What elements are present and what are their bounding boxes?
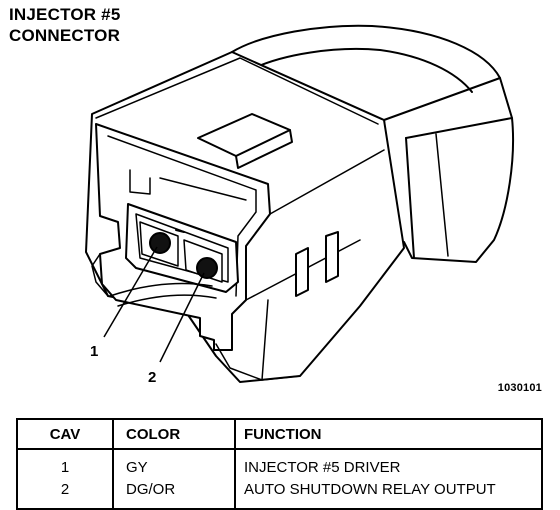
header-cav: CAV — [17, 419, 113, 450]
table-row: 1 GY INJECTOR #5 DRIVER — [17, 449, 542, 478]
cell-function: AUTO SHUTDOWN RELAY OUTPUT — [234, 478, 542, 509]
table-row: 2 DG/OR AUTO SHUTDOWN RELAY OUTPUT — [17, 478, 542, 509]
connector-drawing: 1 2 — [85, 24, 515, 386]
title-line-2: CONNECTOR — [9, 26, 121, 45]
cell-cav: 1 — [60, 458, 70, 476]
callout-label-2: 2 — [148, 369, 156, 386]
header-function: FUNCTION — [234, 419, 542, 450]
cell-color: DG/OR — [112, 478, 235, 509]
header-color: COLOR — [112, 419, 235, 450]
cell-cav: 2 — [60, 480, 70, 498]
cell-color: GY — [112, 449, 235, 478]
terminal-pin-2 — [196, 257, 218, 279]
figure-id: 1030101 — [497, 382, 542, 394]
cell-function: INJECTOR #5 DRIVER — [234, 449, 542, 478]
pinout-table: CAV COLOR FUNCTION 1 GY INJECTOR #5 DRIV… — [16, 418, 543, 510]
callout-label-1: 1 — [90, 343, 98, 360]
connector-title: INJECTOR #5 CONNECTOR — [9, 4, 120, 46]
title-line-1: INJECTOR #5 — [9, 5, 121, 24]
terminal-pin-1 — [149, 232, 171, 254]
table-header-row: CAV COLOR FUNCTION — [17, 419, 542, 450]
callout-leader-1 — [103, 246, 158, 338]
callout-leader-2 — [159, 272, 205, 363]
